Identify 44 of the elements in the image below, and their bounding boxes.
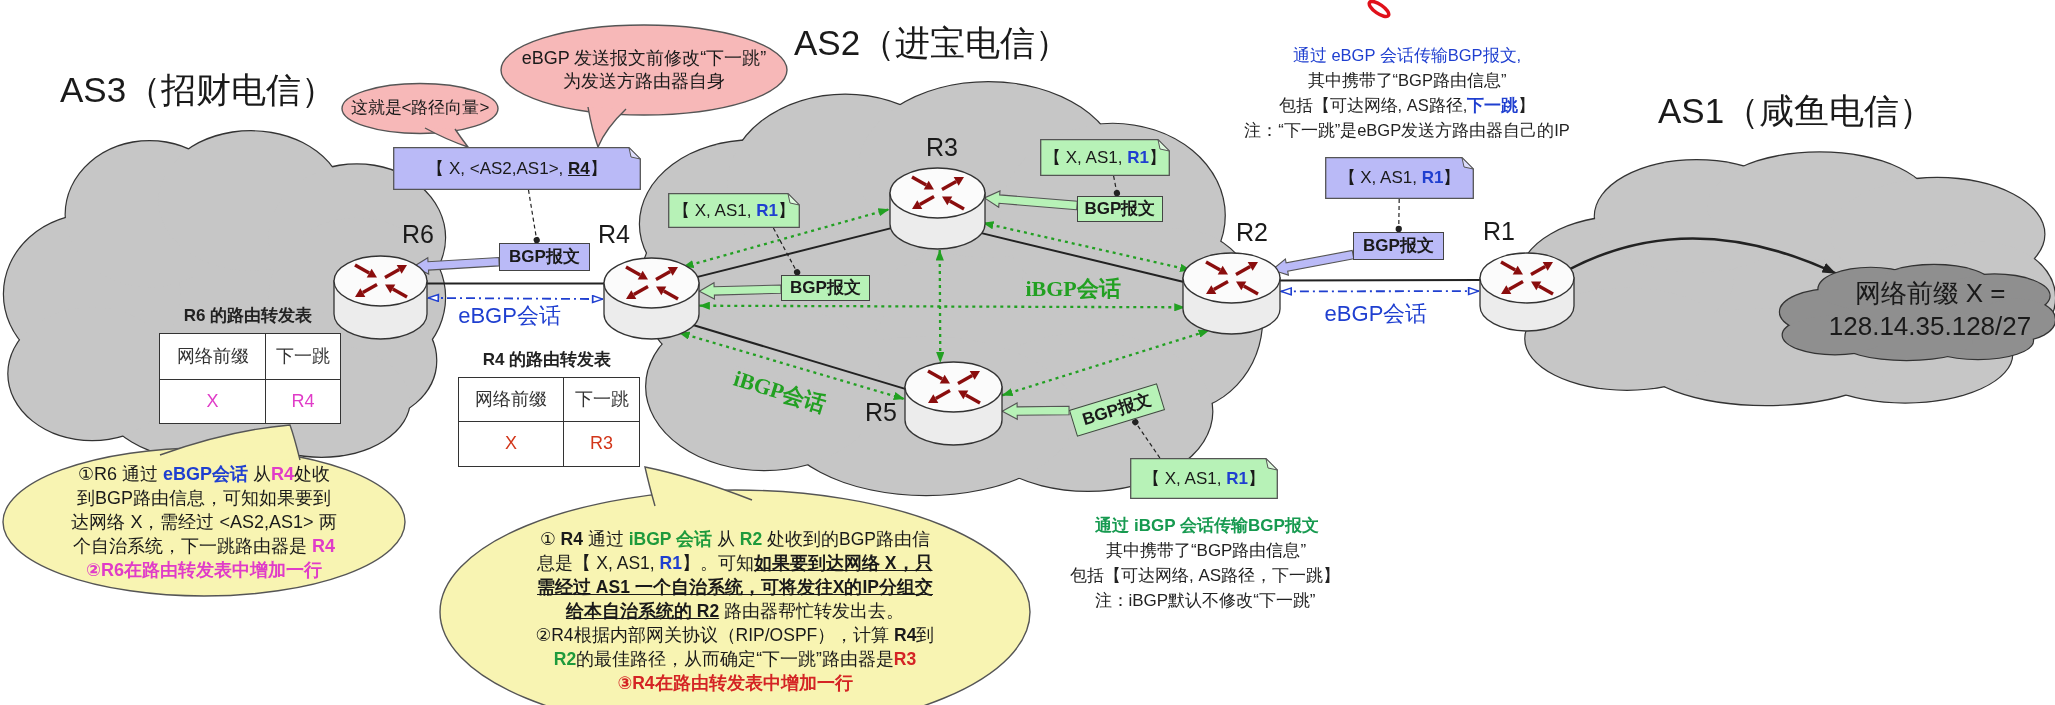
session-arrow [1280,287,1480,296]
column-header: 网络前缀 [458,377,564,422]
bubble-text: ① R4 通过 iBGP 会话 从 R2 处收到的BGP路由信息是【 X, AS1, R1】。可知如果要到达网络 X，只需经过 AS1 一个自治系统，可将发往X的IP分组交给本自治系统的 R2 路由器帮忙转发出去。 [536,528,934,623]
annotation-text: 注：iBGP默认不修改“下一跳” [1094,590,1316,612]
router-label: R4 [598,220,630,248]
table-cell: X [458,421,564,467]
router-label: R3 [926,133,958,161]
annotation-text: 通过 iBGP 会话传输BGP报文 [1095,515,1319,537]
router-label: R6 [402,220,434,248]
session-arrow [427,293,604,304]
bubble-text: eBGP 发送报文前修改“下一跳”为发送方路由器自身 [520,47,768,93]
leader-line [527,189,540,244]
router-label: R5 [865,398,897,426]
message-box: BGP报文 [499,243,590,271]
annotation-text: 其中携带了“BGP路由信息” [1307,70,1507,91]
annotation-text: 包括【可达网络, AS路径，下一跳】 [1069,565,1341,587]
note-card: 【 X, <AS2,AS1>, R4】 [393,147,641,190]
bubble-text: 这就是<路径向量> [349,97,491,119]
table-cell: R4 [265,379,341,424]
table-cell: X [159,379,266,424]
router-label: R2 [1236,218,1268,246]
annotation-text: 注：“下一跳”是eBGP发送方路由器自己的IP [1244,120,1570,141]
table-cell: R3 [563,421,640,467]
bubble-text: ②R4根据内部网关协议（RIP/OSPF），计算 R4到R2的最佳路径，从而确定“下一跳”路由器是R3 [535,624,935,671]
annotation-text: 包括【可达网络, AS路径,下一跳】 [1278,95,1536,116]
bubble-text: ③R4在路由转发表中增加一行 [616,672,854,695]
leader-line [1395,198,1402,233]
table-title: R4 的路由转发表 [482,349,612,371]
bubble-text: ②R6在路由转发表中增加一行 [84,559,324,582]
table-title: R6 的路由转发表 [183,305,313,327]
cloud-title: AS2（进宝电信） [794,23,1071,63]
cloud-title: AS3（招财电信） [60,70,337,110]
cloud-title: AS1（咸鱼电信） [1658,91,1935,131]
bubble-text: ①R6 通过 eBGP会话 从R4处收到BGP路由信息，可知如果要到达网络 X，需经过 <AS2,AS1> 两个自治系统，下一跳路由器是 R4 [70,463,338,558]
note-card: 【 X, AS1, R1】 [1130,458,1278,499]
router-label: R1 [1483,217,1515,245]
column-header: 下一跳 [265,333,341,380]
note-card: 【 X, AS1, R1】 [1325,157,1474,199]
annotation-text: 通过 eBGP 会话传输BGP报文, [1292,45,1522,66]
column-header: 网络前缀 [159,333,266,380]
column-header: 下一跳 [563,377,640,422]
annotation-text: 其中携带了“BGP路由信息” [1105,540,1307,562]
leader-line [1132,418,1161,459]
message-box: BGP报文 [1353,232,1444,260]
